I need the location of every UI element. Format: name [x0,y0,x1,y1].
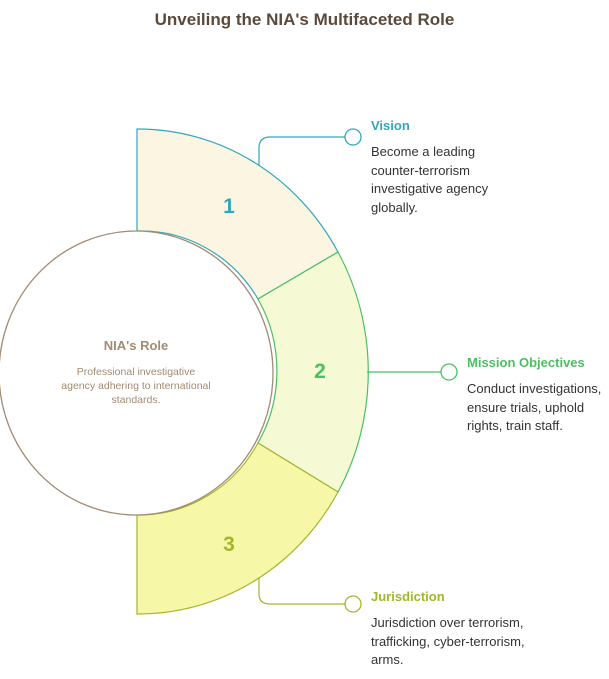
connector-3-dot [344,595,362,613]
segment-2-shape [257,251,369,493]
mission-objectives-description: Conduct investigations, ensure trials, u… [467,381,602,433]
connector-2-dot [440,363,458,381]
center-title: NIA's Role [103,338,169,353]
segment-2-number: 2 [314,360,326,383]
jurisdiction-description: Jurisdiction over terrorism, trafficking… [371,615,525,667]
center-circle [0,230,274,516]
connector-1 [258,136,345,166]
jurisdiction-title: Jurisdiction [371,589,445,604]
center-description: Professional investigative agency adheri… [61,366,211,406]
connector-3 [258,577,345,605]
connector-1-dot [344,128,362,146]
segment-1-number: 1 [223,195,235,218]
segment-3-shape [136,442,339,615]
segment-3-number: 3 [223,533,235,556]
vision-title: Vision [371,118,410,133]
mission-objectives-title: Mission Objectives [467,355,585,370]
diagram-title: Unveiling the NIA's Multifaceted Role [154,10,455,29]
vision-description: Become a leading counter-terrorism inves… [371,144,489,215]
